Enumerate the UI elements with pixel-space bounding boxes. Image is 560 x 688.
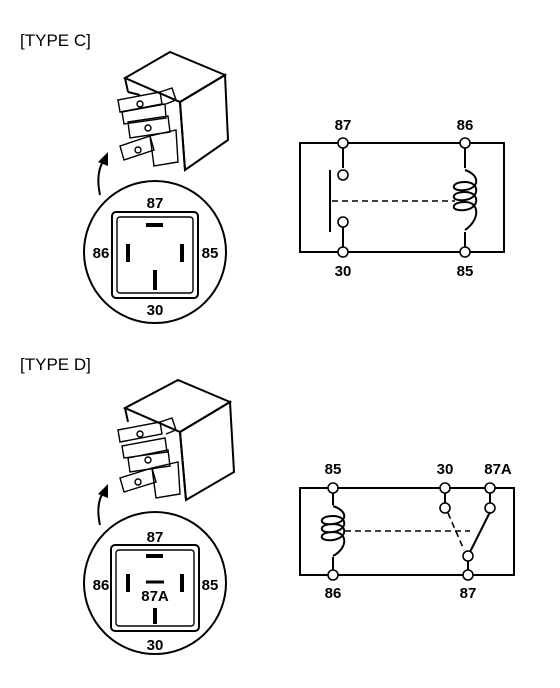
type-c-socket: 87 86 85 30 bbox=[83, 180, 227, 324]
type-c-relay-body bbox=[117, 50, 230, 172]
type-c-term-top-right: 86 bbox=[457, 117, 474, 134]
type-c-arrow bbox=[97, 152, 108, 196]
type-c-section: [TYPE C] bbox=[20, 31, 505, 324]
type-c-term-bottom-right: 85 bbox=[457, 263, 474, 280]
type-d-socket-top-label: 87 bbox=[147, 529, 164, 546]
type-d-socket-right-label: 85 bbox=[202, 577, 219, 594]
type-d-arrow bbox=[97, 484, 108, 526]
type-d-socket-left-label: 86 bbox=[93, 577, 110, 594]
type-c-socket-left-label: 86 bbox=[93, 245, 110, 262]
type-d-term-top-mid: 30 bbox=[437, 461, 454, 478]
type-d-relay-body bbox=[117, 378, 236, 502]
type-c-socket-top-label: 87 bbox=[147, 195, 164, 212]
type-d-socket-bottom-label: 30 bbox=[147, 637, 164, 654]
type-d-term-top-left: 85 bbox=[325, 461, 342, 478]
type-c-term-bottom-left: 30 bbox=[335, 263, 352, 280]
type-c-term-top-left: 87 bbox=[335, 117, 352, 134]
type-c-socket-bottom-label: 30 bbox=[147, 302, 164, 319]
type-d-term-bottom-left: 86 bbox=[325, 585, 342, 602]
type-c-header: [TYPE C] bbox=[20, 31, 91, 50]
type-c-socket-right-label: 85 bbox=[202, 245, 219, 262]
type-d-term-bottom-right: 87 bbox=[460, 585, 477, 602]
type-d-term-top-right: 87A bbox=[484, 461, 512, 478]
type-c-schematic: 87 86 30 85 bbox=[299, 117, 505, 280]
type-d-socket: 87 86 85 87A 30 bbox=[83, 511, 227, 655]
type-d-schematic: 85 30 87A 86 87 bbox=[299, 461, 515, 602]
type-d-socket-center-label: 87A bbox=[141, 588, 169, 605]
type-d-header: [TYPE D] bbox=[20, 355, 91, 374]
type-d-section: [TYPE D] bbox=[20, 355, 515, 655]
